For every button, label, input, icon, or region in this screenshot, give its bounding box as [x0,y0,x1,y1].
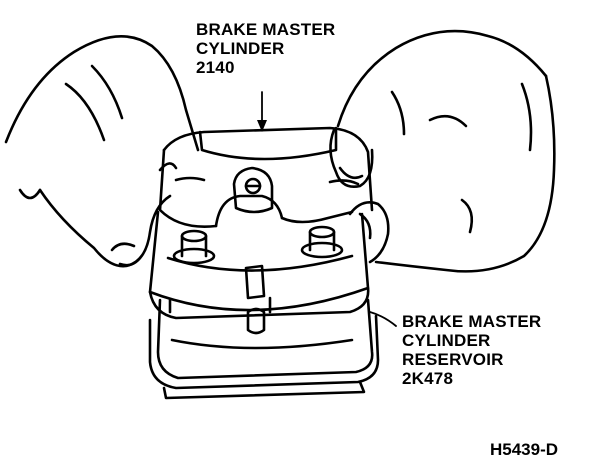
master-cylinder-body [158,126,374,228]
leader-arrowhead [257,120,267,132]
master-cylinder-callout: BRAKE MASTER CYLINDER 2140 [196,20,335,77]
left-reservoir-post [172,229,216,265]
callout-line: BRAKE MASTER [196,20,336,39]
reservoir-body [148,210,370,320]
reservoir-base [148,298,380,400]
part-number: 2K478 [402,369,454,388]
reservoir-callout: BRAKE MASTER CYLINDER RESERVOIR 2K478 [402,312,541,388]
figure-id: H5439-D [490,440,559,459]
fluid-level-marks [244,264,266,335]
right-reservoir-post [300,225,344,259]
right-hand [329,29,556,273]
left-hand [4,35,200,268]
callout-line: CYLINDER [402,331,491,350]
callout-line: CYLINDER [196,39,285,58]
part-number: 2140 [196,58,235,77]
callout-line: BRAKE MASTER [402,312,542,331]
callout-line: RESERVOIR [402,350,504,369]
